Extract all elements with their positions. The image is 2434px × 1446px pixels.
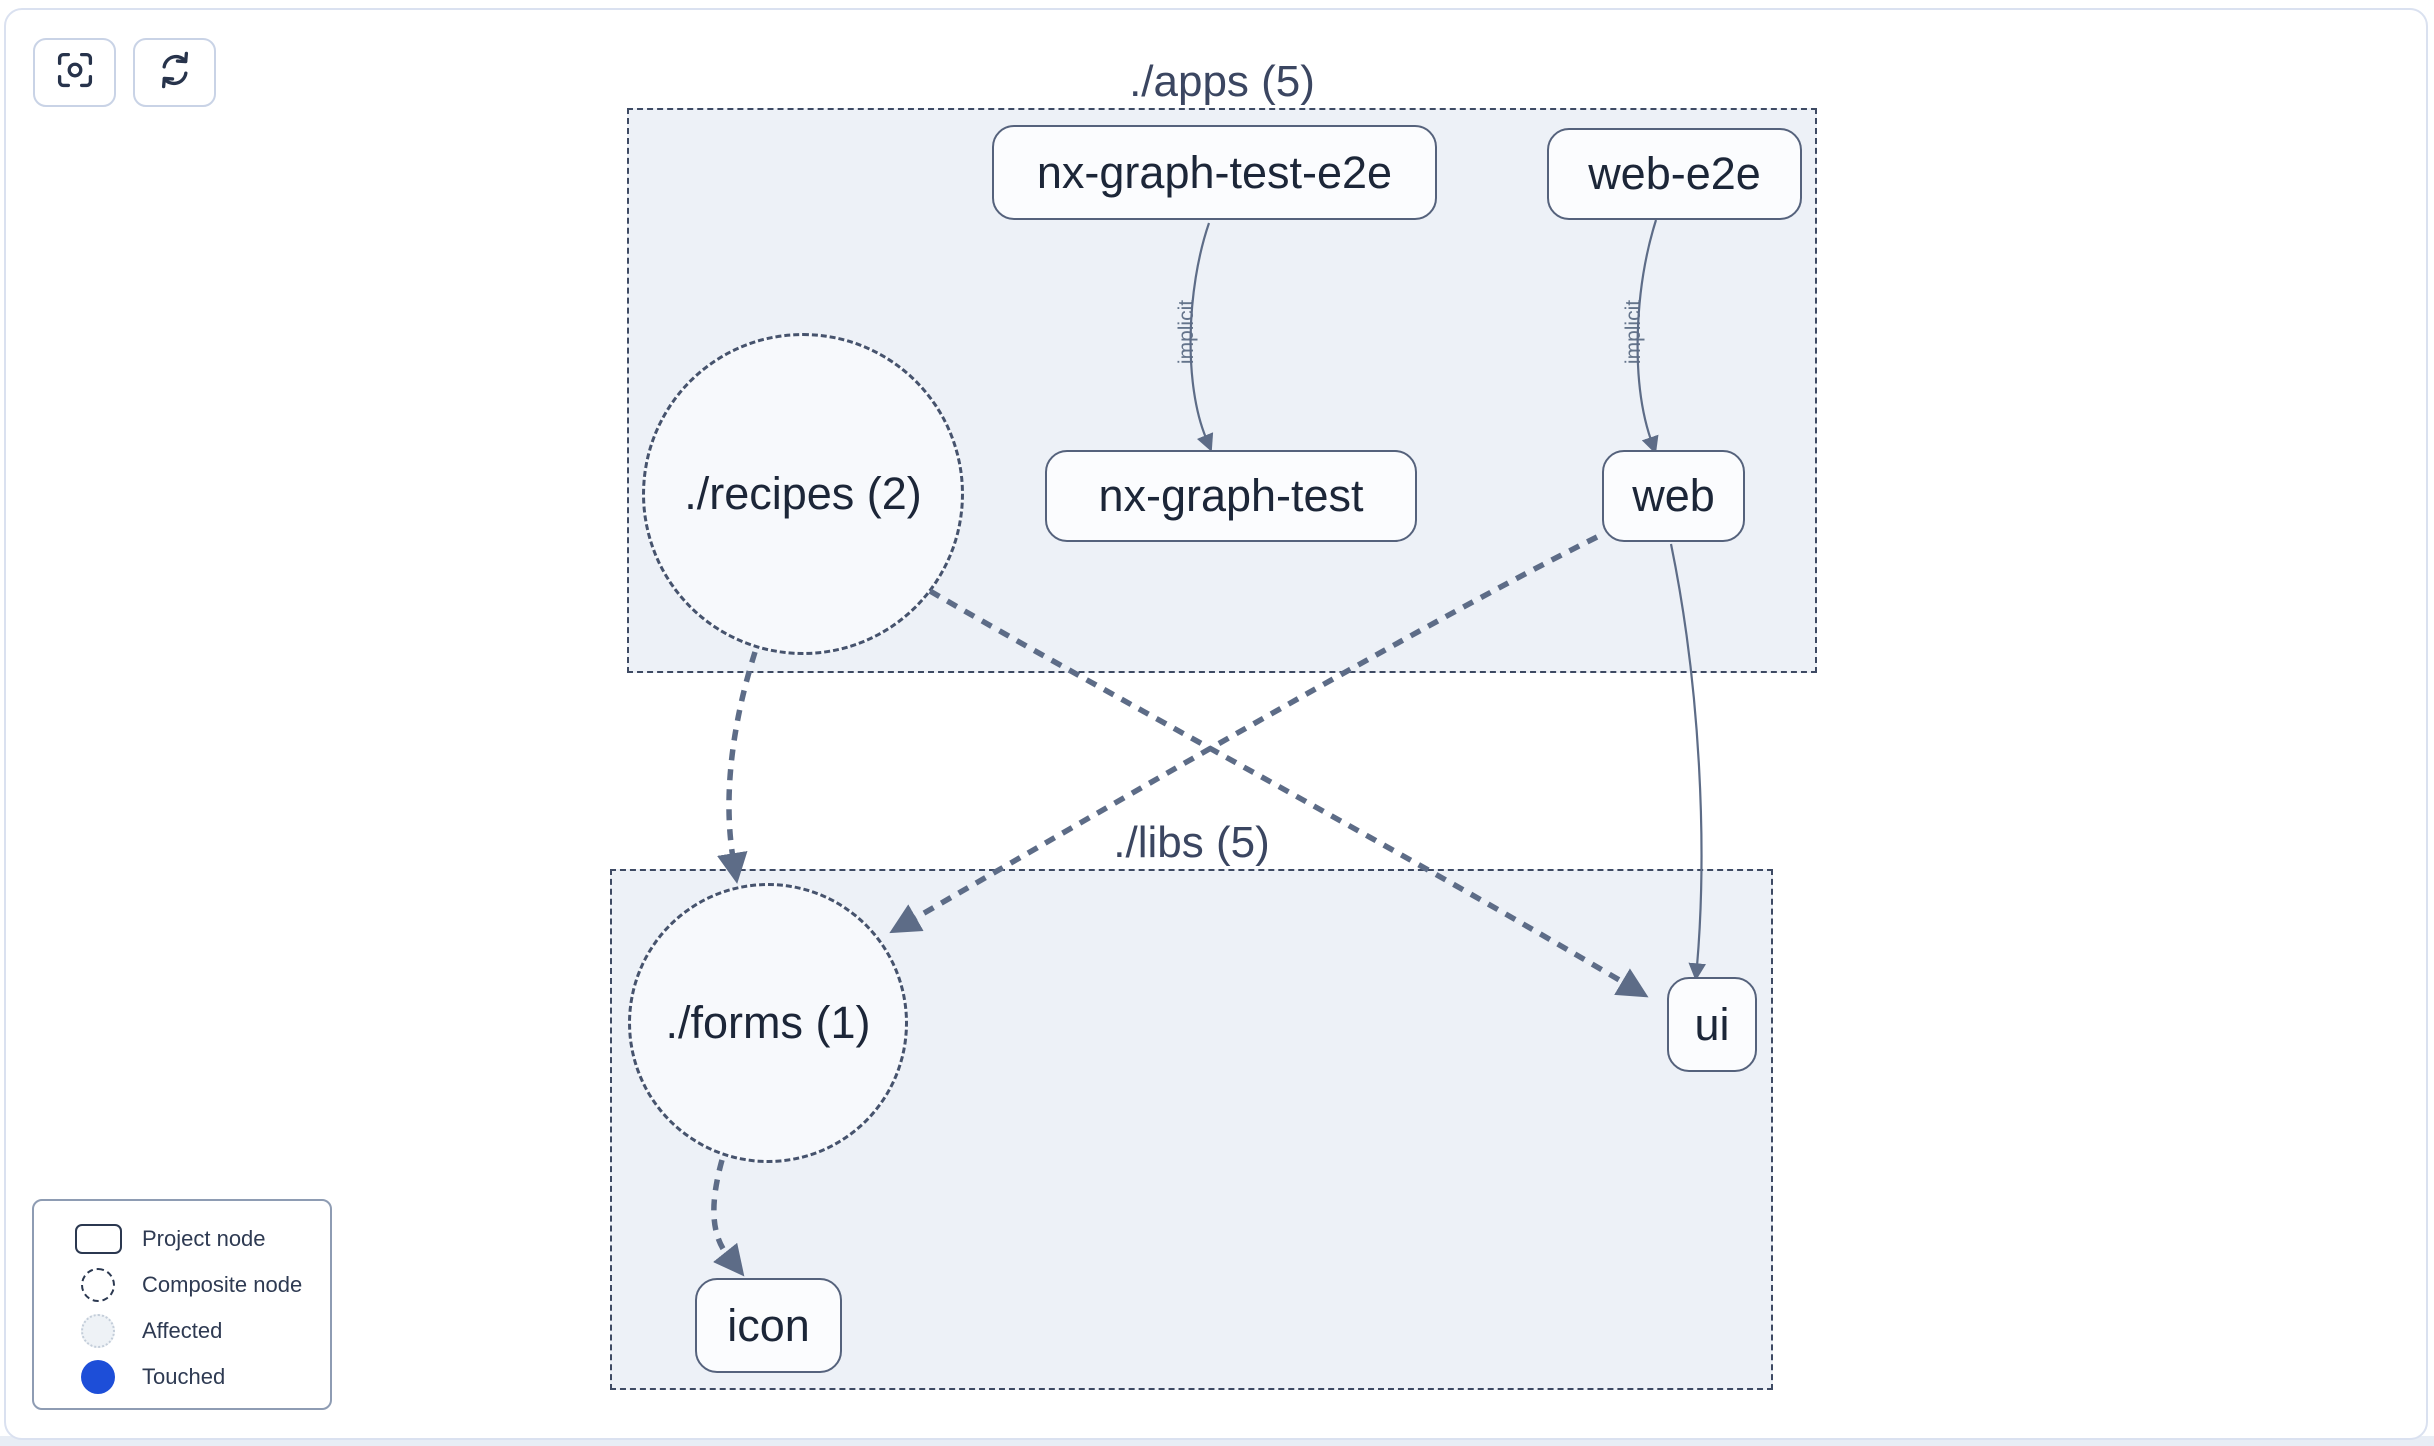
legend-row-composite: Composite node: [54, 1262, 330, 1308]
project-node-ui[interactable]: ui: [1667, 977, 1757, 1072]
legend-row-affected: Affected: [54, 1308, 330, 1354]
legend-row-project: Project node: [54, 1216, 330, 1262]
legend-label-project: Project node: [142, 1226, 266, 1251]
page-bottom-strip: [0, 1436, 2434, 1446]
composite-node-swatch: [81, 1268, 115, 1302]
legend-label-composite: Composite node: [142, 1272, 303, 1297]
composite-node-recipes-label: ./recipes (2): [684, 468, 922, 519]
legend-label-affected: Affected: [142, 1318, 223, 1343]
focus-icon: [54, 49, 96, 96]
composite-node-forms[interactable]: ./forms (1): [628, 883, 908, 1163]
project-node-ui-label: ui: [1694, 998, 1730, 1050]
legend: Project node Composite node Affected Tou…: [32, 1199, 332, 1410]
project-node-web[interactable]: web: [1602, 450, 1745, 542]
legend-label-touched: Touched: [142, 1364, 226, 1389]
project-node-nx-graph-test-e2e[interactable]: nx-graph-test-e2e: [992, 125, 1437, 220]
project-node-icon-label: icon: [727, 1299, 810, 1351]
refresh-icon: [154, 49, 196, 96]
project-node-nx-graph-test-e2e-label: nx-graph-test-e2e: [1036, 146, 1393, 198]
legend-row-touched: Touched: [54, 1354, 330, 1400]
project-node-web-e2e[interactable]: web-e2e: [1547, 128, 1802, 220]
affected-swatch: [81, 1314, 115, 1348]
project-node-icon[interactable]: icon: [695, 1278, 842, 1373]
project-node-nx-graph-test[interactable]: nx-graph-test: [1045, 450, 1417, 542]
group-label-apps: ./apps (5): [1129, 57, 1315, 106]
graph-toolbar: [33, 38, 216, 107]
composite-node-forms-label: ./forms (1): [665, 997, 871, 1048]
refresh-button[interactable]: [133, 38, 216, 107]
project-node-nx-graph-test-label: nx-graph-test: [1098, 470, 1364, 521]
project-node-web-e2e-label: web-e2e: [1588, 148, 1761, 199]
focus-button[interactable]: [33, 38, 116, 107]
group-label-libs: ./libs (5): [1113, 818, 1270, 867]
project-node-web-label: web: [1632, 470, 1715, 521]
project-node-swatch: [74, 1224, 122, 1254]
touched-swatch: [81, 1360, 115, 1394]
composite-node-recipes[interactable]: ./recipes (2): [642, 333, 964, 655]
